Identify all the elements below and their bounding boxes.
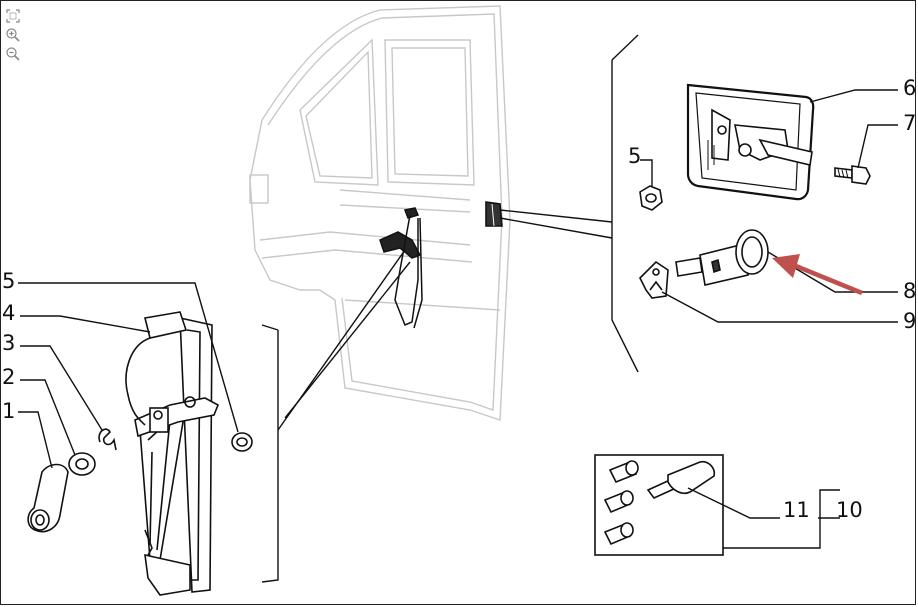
interior-handle — [379, 207, 423, 329]
callout-9: 9 — [903, 309, 916, 333]
lock-retainer-clip — [639, 260, 669, 299]
cylinder-2 — [603, 490, 634, 514]
door-outline — [249, 5, 511, 421]
callout-5-left: 5 — [2, 269, 15, 293]
window-regulator — [125, 311, 220, 596]
key — [646, 460, 716, 499]
zoom-in-icon[interactable] — [5, 27, 21, 43]
zoom-out-icon[interactable] — [5, 46, 21, 62]
fit-page-icon[interactable] — [5, 8, 21, 24]
callout-7: 7 — [903, 111, 916, 135]
winder-handle — [27, 463, 69, 533]
callout-11: 11 — [783, 498, 810, 522]
screw — [834, 165, 871, 185]
nut — [639, 185, 663, 211]
lock-cylinder — [675, 229, 769, 286]
retaining-clip — [98, 428, 117, 451]
leader-lines — [18, 34, 898, 583]
grommet-left — [231, 432, 253, 452]
callout-8: 8 — [903, 279, 916, 303]
callout-3: 3 — [2, 331, 15, 355]
callout-6: 6 — [903, 76, 916, 100]
callout-labels: 1 2 3 4 5 5 6 7 8 9 10 11 — [2, 76, 916, 522]
cylinder-3 — [603, 522, 634, 546]
key-set — [594, 454, 724, 556]
callout-1: 1 — [2, 399, 15, 423]
cylinder-1 — [608, 460, 639, 484]
callout-10: 10 — [836, 498, 863, 522]
lock-assembly — [686, 83, 815, 201]
callout-5-right: 5 — [628, 144, 641, 168]
callout-4: 4 — [2, 301, 15, 325]
viewer-toolbar — [5, 8, 23, 65]
exterior-handle-mount — [485, 201, 503, 227]
washer — [68, 452, 96, 476]
highlight-arrow — [772, 254, 863, 296]
callout-2: 2 — [2, 365, 15, 389]
